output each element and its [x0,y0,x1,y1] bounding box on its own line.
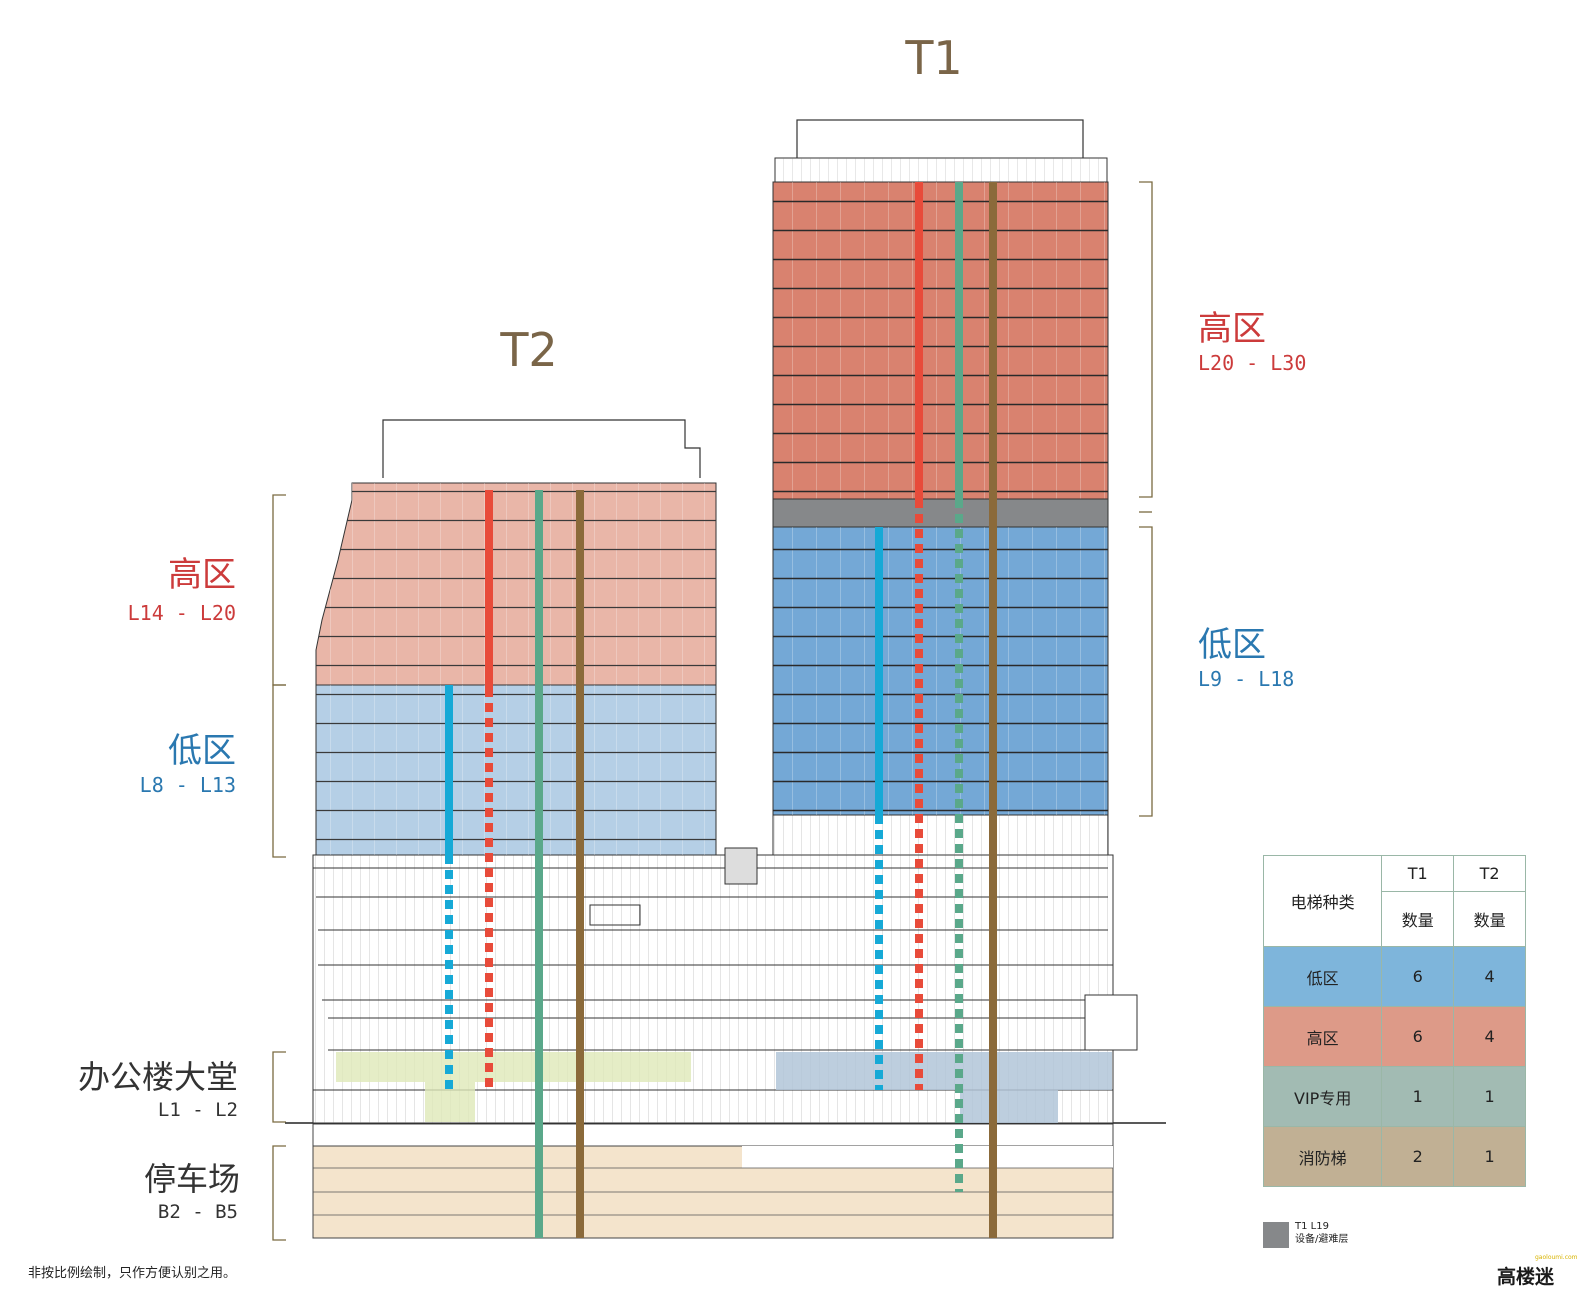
tower-t2 [315,419,717,856]
table-cell-t2: 1 [1453,1126,1526,1187]
podium [312,814,1138,1124]
refuge-floor-legend-swatch [1263,1222,1289,1248]
t1-low-zone-range: L9 - L18 [1198,667,1294,691]
refuge-floor-t1-l19 [772,498,1109,528]
table-row-label: 低区 [1262,946,1383,1007]
table-cell-t2: 4 [1453,946,1526,1007]
table-subheader-t2: 数量 [1453,891,1526,947]
table-cell-t2: 1 [1453,1066,1526,1127]
table-row-label: VIP专用 [1262,1066,1383,1127]
parking-label: 停车场 [144,1160,240,1198]
t2-low-zone-range: L8 - L13 [140,773,236,797]
table-row: 消防梯 2 1 [1262,1126,1526,1187]
tower-label-t1: T1 [904,31,962,85]
t1-low-zone-label: 低区 [1198,625,1266,665]
table-row: 低区 6 4 [1262,946,1526,1007]
t2-high-zone-range: L14 - L20 [128,601,236,625]
elevator-shafts [445,182,997,1238]
lobby-label: 办公楼大堂 [78,1058,238,1096]
tower-label-t2: T2 [499,323,557,377]
legend-line-1: T1 L19 [1295,1221,1329,1232]
table-row-label: 消防梯 [1262,1126,1383,1187]
t1-high-zone-label: 高区 [1198,309,1266,349]
watermark-url: gaoloumi.com [1535,1254,1578,1261]
tower-t1 [772,119,1109,816]
table-cell-t2: 4 [1453,1006,1526,1067]
watermark-logo: 高楼迷 [1497,1266,1555,1288]
table-cell-t1: 2 [1381,1126,1455,1187]
table-cell-t1: 6 [1381,946,1455,1007]
legend-line-2: 设备/避难层 [1295,1234,1349,1245]
table-header-t2: T2 [1453,855,1526,892]
table-header-t1: T1 [1381,855,1455,892]
refuge-floor-legend-text: T1 L19 设备/避难层 [1295,1220,1348,1246]
table-cell-t1: 1 [1381,1066,1455,1127]
lobby-range: L1 - L2 [158,1099,238,1121]
footnote: 非按比例绘制，只作方便认别之用。 [28,1266,237,1281]
table-row: 高区 6 4 [1262,1006,1526,1067]
t1-high-zone-range: L20 - L30 [1198,351,1306,375]
elevator-count-table: 电梯种类 T1 T2 数量 数量 低区 6 4 高区 6 4 VIP专用 1 1… [1262,855,1526,1187]
table-subheader-t1: 数量 [1381,891,1455,947]
t2-high-zone-label: 高区 [168,555,236,595]
parking-range: B2 - B5 [158,1201,238,1223]
parking-levels [312,1123,1114,1239]
table-cell-t1: 6 [1381,1006,1455,1067]
t2-low-zone-label: 低区 [168,731,236,771]
table-row: VIP专用 1 1 [1262,1066,1526,1127]
table-row-label: 高区 [1262,1006,1383,1067]
table-header-type: 电梯种类 [1262,855,1383,947]
zone-brackets [272,181,1153,1241]
